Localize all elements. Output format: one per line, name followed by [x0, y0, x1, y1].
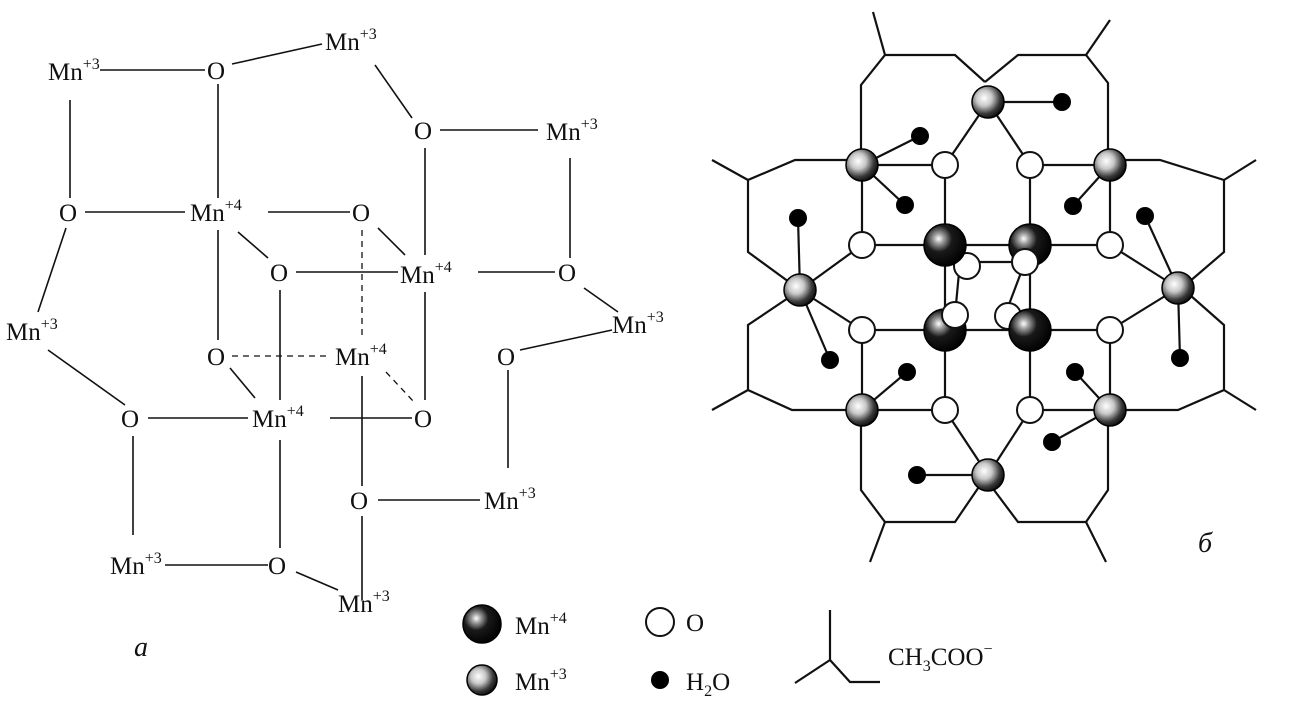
oxygen-atom [1096, 316, 1124, 344]
oxygen-atom [1016, 151, 1044, 179]
water-atom [1066, 363, 1084, 381]
panel-b-acetate-frame [711, 11, 1257, 563]
panel-a-caption: a [134, 632, 148, 663]
o-label: O [207, 58, 225, 85]
oxygen-atom [941, 301, 969, 329]
legend-oxygen-icon [645, 607, 675, 637]
mn3-atom [1093, 148, 1127, 182]
water-atom [898, 363, 916, 381]
legend-oxygen-label: O [686, 610, 704, 637]
water-atom [1064, 197, 1082, 215]
oxygen-atom [931, 396, 959, 424]
water-atom [908, 466, 926, 484]
water-atom [1043, 433, 1061, 451]
o-label: O [497, 344, 515, 371]
oxygen-atom [848, 316, 876, 344]
legend-water-label: H2O [686, 669, 730, 700]
mn3-atom [845, 148, 879, 182]
water-atom [896, 196, 914, 214]
oxygen-atom [1016, 396, 1044, 424]
legend-mn3-label: Mn+3 [515, 666, 567, 696]
mn4-label: Mn+4 [400, 259, 452, 289]
o-label: O [414, 406, 432, 433]
mn4-atom [923, 223, 967, 267]
mn4-label: Mn+4 [190, 197, 242, 227]
mn3-label: Mn+3 [484, 485, 536, 515]
mn4-label: Mn+4 [252, 403, 304, 433]
legend-acetate-label: CH3COO− [888, 641, 993, 675]
water-atom [821, 351, 839, 369]
mn3-atom [971, 85, 1005, 119]
mn4-label: Mn+4 [335, 341, 387, 371]
oxygen-atom [848, 231, 876, 259]
legend: Mn+4 O Mn+3 H2O CH3COO− [462, 604, 993, 700]
mn3-label: Mn+3 [48, 56, 100, 86]
water-atom [1171, 349, 1189, 367]
water-atom [1053, 93, 1071, 111]
mn4-atom [1008, 308, 1052, 352]
o-label: O [558, 260, 576, 287]
panel-b-caption: б [1198, 528, 1213, 559]
mn3-label: Mn+3 [6, 316, 58, 346]
panel-a-bonds [37, 43, 619, 600]
mn3-label: Mn+3 [325, 26, 377, 56]
oxygen-atom [1096, 231, 1124, 259]
water-atom [1136, 207, 1154, 225]
mn3-atom [1161, 271, 1195, 305]
legend-acetate-icon [794, 610, 880, 684]
legend-mn3-icon [466, 664, 498, 696]
panel-b-atoms: б [783, 85, 1213, 559]
o-label: O [268, 553, 286, 580]
legend-water-icon [651, 671, 669, 689]
o-label: O [121, 406, 139, 433]
water-atom [789, 209, 807, 227]
mn3-label: Mn+3 [612, 309, 664, 339]
mn3-atom [1093, 393, 1127, 427]
legend-mn4-label: Mn+4 [515, 610, 567, 640]
o-label: O [414, 118, 432, 145]
o-label: O [207, 344, 225, 371]
legend-mn4-icon [462, 604, 502, 644]
oxygen-atom [931, 151, 959, 179]
mn3-label: Mn+3 [110, 550, 162, 580]
mn3-atom [783, 273, 817, 307]
mn3-label: Mn+3 [338, 588, 390, 618]
o-label: O [352, 200, 370, 227]
o-label: O [350, 488, 368, 515]
mn3-atom [845, 393, 879, 427]
oxygen-atom [1011, 248, 1039, 276]
o-label: O [59, 200, 77, 227]
o-label: O [270, 260, 288, 287]
panel-a-atoms: Mn+3 O Mn+3 O Mn+3 O Mn+4 O O Mn+4 O Mn+… [6, 26, 664, 663]
water-atom [911, 127, 929, 145]
mn3-atom [971, 458, 1005, 492]
mn3-label: Mn+3 [546, 116, 598, 146]
